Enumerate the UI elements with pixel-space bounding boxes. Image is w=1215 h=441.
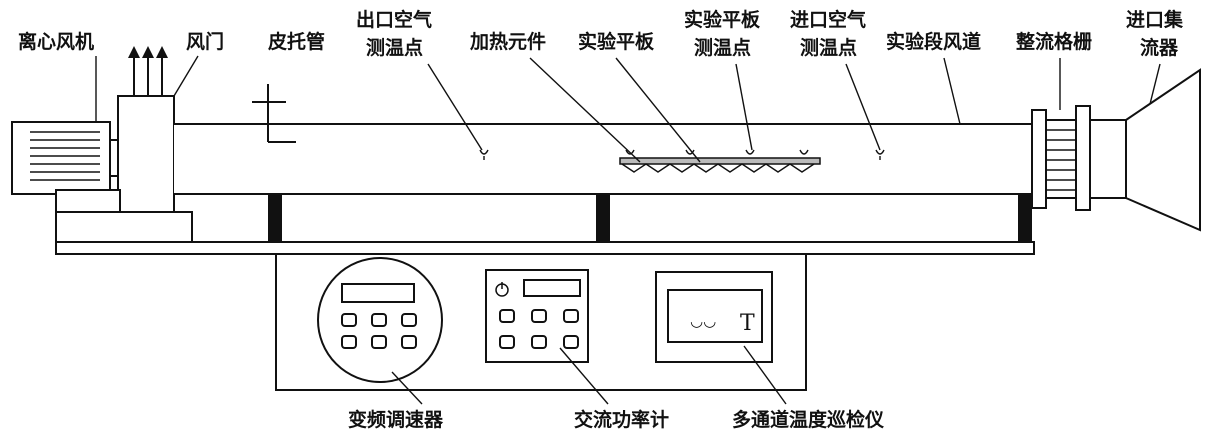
damper-arrows	[128, 46, 168, 96]
inlet-temp-probe	[875, 149, 885, 160]
label-heater: 加热元件	[469, 30, 546, 53]
label-duct: 实验段风道	[886, 30, 981, 53]
outlet-temp-probe	[479, 149, 489, 160]
test-section-duct	[173, 123, 1032, 195]
inspector-letter: T	[740, 311, 755, 336]
supports	[268, 194, 1032, 244]
centrifugal-fan	[11, 95, 193, 243]
label-damper: 风门	[186, 30, 224, 53]
label-collector-1: 进口集	[1126, 8, 1184, 31]
label-inlet-temp-1: 进口空气	[790, 8, 866, 31]
label-plate-temp-2: 测温点	[694, 37, 751, 59]
label-outlet-temp-2: 测温点	[366, 37, 423, 59]
label-temperature-inspector: 多通道温度巡检仪	[732, 408, 885, 431]
base-rail	[55, 241, 1035, 255]
label-grille: 整流格栅	[1016, 30, 1092, 53]
label-pitot-tube: 皮托管	[268, 30, 325, 53]
ac-power-meter	[485, 269, 589, 363]
test-plate	[619, 149, 821, 173]
variable-frequency-drive	[317, 257, 443, 383]
temperature-inspector: ◡◡ T	[655, 271, 773, 363]
inspector-waveform: ◡◡	[690, 312, 716, 330]
label-vfd: 变频调速器	[348, 408, 444, 431]
flow-straightener-grille	[1031, 105, 1127, 211]
label-collector-2: 流器	[1140, 36, 1179, 59]
pitot-tube	[252, 84, 296, 143]
label-inlet-temp-2: 测温点	[800, 37, 857, 59]
leader-lines	[95, 55, 1161, 405]
label-centrifugal-fan: 离心风机	[18, 30, 94, 53]
label-test-plate: 实验平板	[578, 30, 655, 53]
label-power-meter: 交流功率计	[574, 408, 669, 431]
label-outlet-temp-1: 出口空气	[356, 8, 432, 31]
label-plate-temp-1: 实验平板	[684, 8, 761, 31]
inlet-collector	[1125, 68, 1201, 232]
power-icon	[495, 282, 509, 297]
